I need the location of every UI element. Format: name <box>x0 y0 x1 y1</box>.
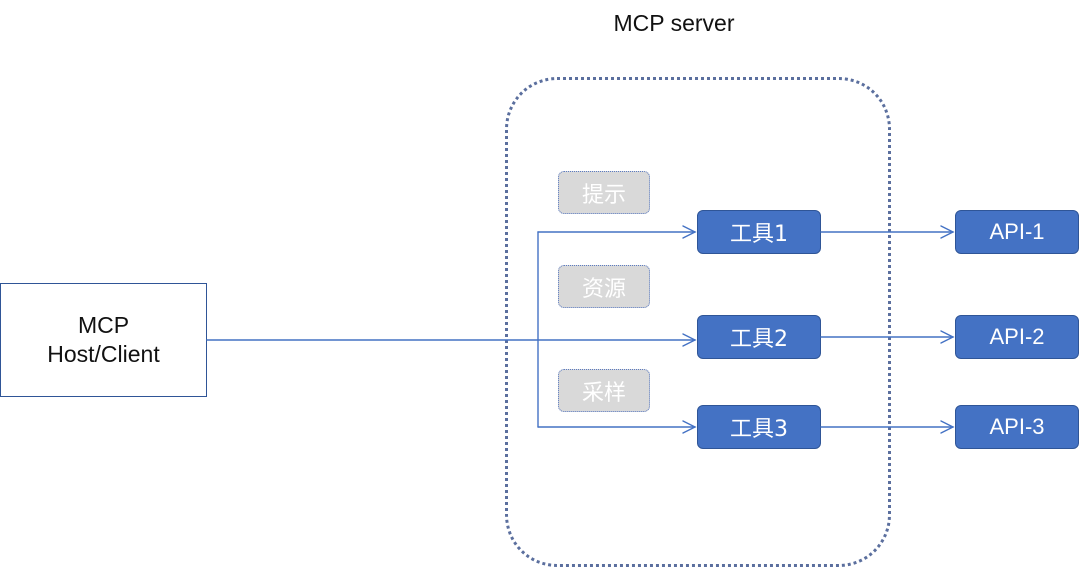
tool-2-node[interactable]: 工具2 <box>697 315 821 359</box>
feature-resources[interactable]: 资源 <box>558 265 650 308</box>
client-label-line2: Host/Client <box>47 341 160 367</box>
arrowhead-tool-2 <box>682 333 697 347</box>
arrowhead-api-2 <box>940 330 955 344</box>
arrowhead-tool-3 <box>682 420 697 434</box>
arrowhead-tool-1 <box>682 225 697 239</box>
api-2-node[interactable]: API-2 <box>955 315 1079 359</box>
arrowhead-api-1 <box>940 225 955 239</box>
client-label-line1: MCP <box>77 312 130 338</box>
feature-prompts[interactable]: 提示 <box>558 171 650 214</box>
mcp-server-title: MCP server <box>613 10 735 36</box>
tool-3-node[interactable]: 工具3 <box>697 405 821 449</box>
arrowhead-api-3 <box>940 420 955 434</box>
api-3-node[interactable]: API-3 <box>955 405 1079 449</box>
tool-1-node[interactable]: 工具1 <box>697 210 821 254</box>
feature-sampling[interactable]: 采样 <box>558 369 650 412</box>
mcp-host-client-node[interactable]: MCP Host/Client <box>0 283 207 397</box>
api-1-node[interactable]: API-1 <box>955 210 1079 254</box>
mcp-server-boundary <box>505 77 891 567</box>
